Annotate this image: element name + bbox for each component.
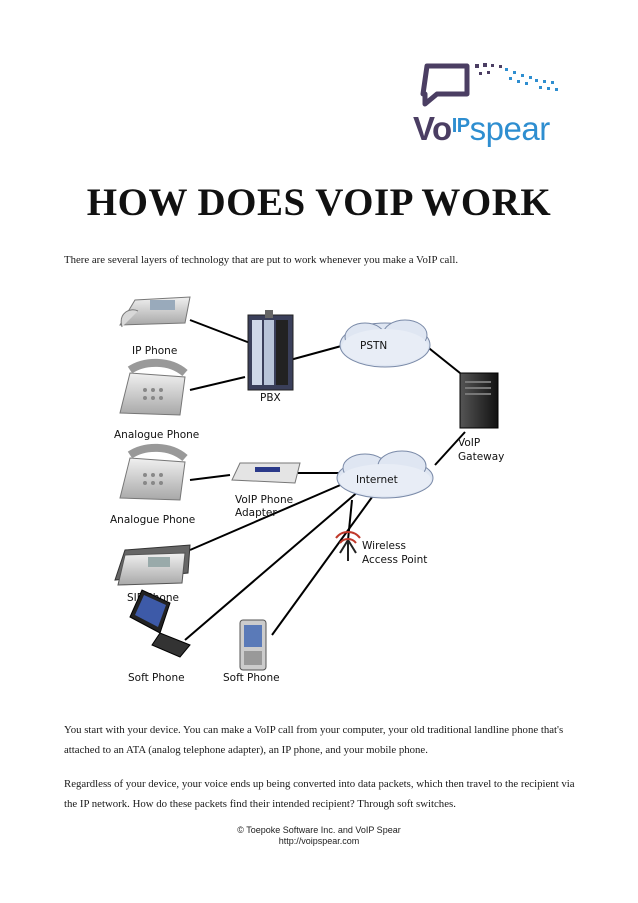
footer-url: http://voipspear.com	[278, 836, 360, 846]
wap-label-line1: Wireless	[362, 540, 406, 552]
internet-label: Internet	[356, 474, 398, 486]
pstn-cloud-icon	[339, 319, 431, 368]
analogue-phone-icon	[119, 358, 188, 416]
wap-label-line2: Access Point	[362, 554, 427, 566]
voip-gateway-label-line2: Gateway	[458, 451, 504, 463]
analogue-phone-1-label: Analogue Phone	[114, 429, 199, 441]
page-title: HOW DOES VOIP WORK	[86, 181, 552, 224]
ip-phone-label: IP Phone	[132, 345, 177, 357]
body-paragraph-devices: You start with your device. You can make…	[64, 724, 564, 756]
voip-network-diagram: IP Phone PBX PSTN Analogue Phone VoIP Ga…	[110, 296, 504, 684]
intro-paragraph: There are several layers of technology t…	[64, 254, 459, 266]
sip-phone-icon	[114, 544, 191, 586]
voip-phone-adapter-icon	[231, 462, 301, 484]
logo-suffix: spear	[469, 110, 551, 147]
analogue-phone-2-label: Analogue Phone	[110, 514, 195, 526]
logo-mark: IP	[451, 115, 470, 137]
soft-phone-mobile-label: Soft Phone	[223, 672, 280, 684]
connection-lines	[184, 319, 466, 641]
adapter-label-line1: VoIP Phone	[235, 494, 293, 506]
speech-bubble-icon	[420, 63, 558, 107]
page-footer: © Toepoke Software Inc. and VoIP Spear h…	[0, 825, 638, 847]
body-paragraph-packets: Regardless of your device, your voice en…	[64, 778, 575, 810]
footer-copyright: © Toepoke Software Inc. and VoIP Spear	[237, 825, 401, 835]
pbx-label: PBX	[260, 392, 281, 404]
logo-wordmark: VoIPspear	[413, 110, 550, 148]
wireless-access-point-icon	[335, 531, 361, 561]
mobile-phone-icon	[239, 619, 267, 671]
internet-cloud-icon	[336, 450, 434, 499]
adapter-label-line2: Adapter	[235, 507, 277, 519]
pstn-label: PSTN	[360, 340, 387, 352]
voipspear-logo: VoIPspear	[413, 52, 583, 152]
soft-phone-laptop-label: Soft Phone	[128, 672, 185, 684]
ip-phone-icon	[119, 296, 191, 328]
laptop-icon	[129, 589, 191, 658]
voip-gateway-icon	[459, 372, 499, 429]
pbx-icon	[247, 310, 294, 391]
analogue-phone-2-icon	[119, 443, 188, 501]
voip-gateway-label-line1: VoIP	[458, 437, 480, 449]
logo-prefix: Vo	[413, 110, 452, 147]
